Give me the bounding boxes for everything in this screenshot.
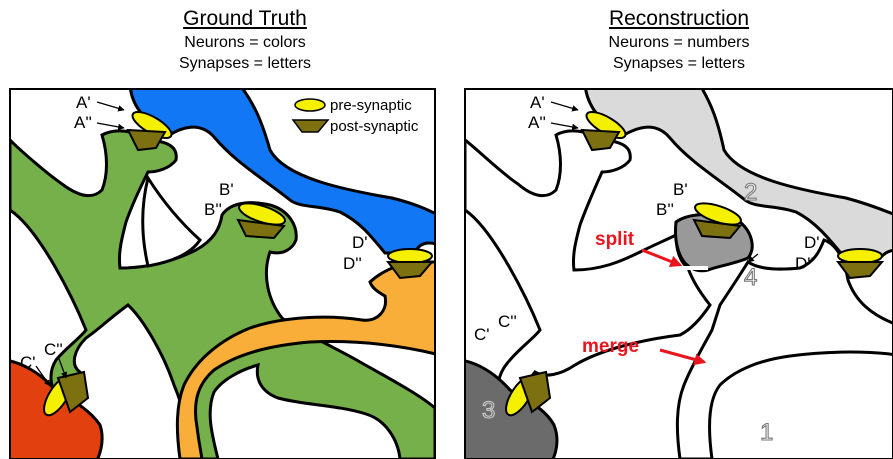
label-c1-right: C' bbox=[474, 325, 490, 344]
label-a2-left: A'' bbox=[74, 113, 92, 132]
label-c2-right: C'' bbox=[498, 312, 517, 331]
merge-label: merge bbox=[582, 336, 639, 357]
label-a2-right: A'' bbox=[528, 113, 546, 132]
legend-pre-icon bbox=[295, 99, 325, 111]
label-a1-right: A' bbox=[530, 93, 545, 112]
label-a1-left: A' bbox=[76, 93, 91, 112]
label-b1-right: B' bbox=[673, 180, 688, 199]
legend-post-label: post-synaptic bbox=[330, 118, 419, 135]
neuron-number-3: 3 bbox=[482, 397, 495, 424]
label-d2-right: D'' bbox=[795, 254, 814, 273]
label-c1-left: C' bbox=[20, 353, 36, 372]
synapse-d-pre-right bbox=[838, 249, 882, 263]
label-b1-left: B' bbox=[219, 180, 234, 199]
label-b2-left: B'' bbox=[204, 200, 222, 219]
label-d1-left: D' bbox=[352, 233, 368, 252]
legend: pre-synaptic post-synaptic bbox=[293, 97, 419, 135]
split-label: split bbox=[595, 229, 635, 250]
label-d2-left: D'' bbox=[343, 254, 362, 273]
label-d1-right: D' bbox=[804, 233, 820, 252]
ground-truth-panel bbox=[5, 85, 440, 459]
label-b2-right: B'' bbox=[656, 200, 674, 219]
legend-pre-label: pre-synaptic bbox=[330, 97, 412, 114]
neuron-number-1: 1 bbox=[760, 419, 773, 446]
neuron-number-2: 2 bbox=[744, 179, 757, 206]
neuron-number-4: 4 bbox=[744, 264, 757, 291]
reconstruction-panel: 2 4 3 1 bbox=[460, 85, 893, 459]
legend-post-icon bbox=[293, 120, 328, 132]
neuron-1-upper bbox=[465, 131, 710, 405]
label-c2-left: C'' bbox=[44, 340, 63, 359]
synapse-d-pre bbox=[388, 249, 432, 263]
